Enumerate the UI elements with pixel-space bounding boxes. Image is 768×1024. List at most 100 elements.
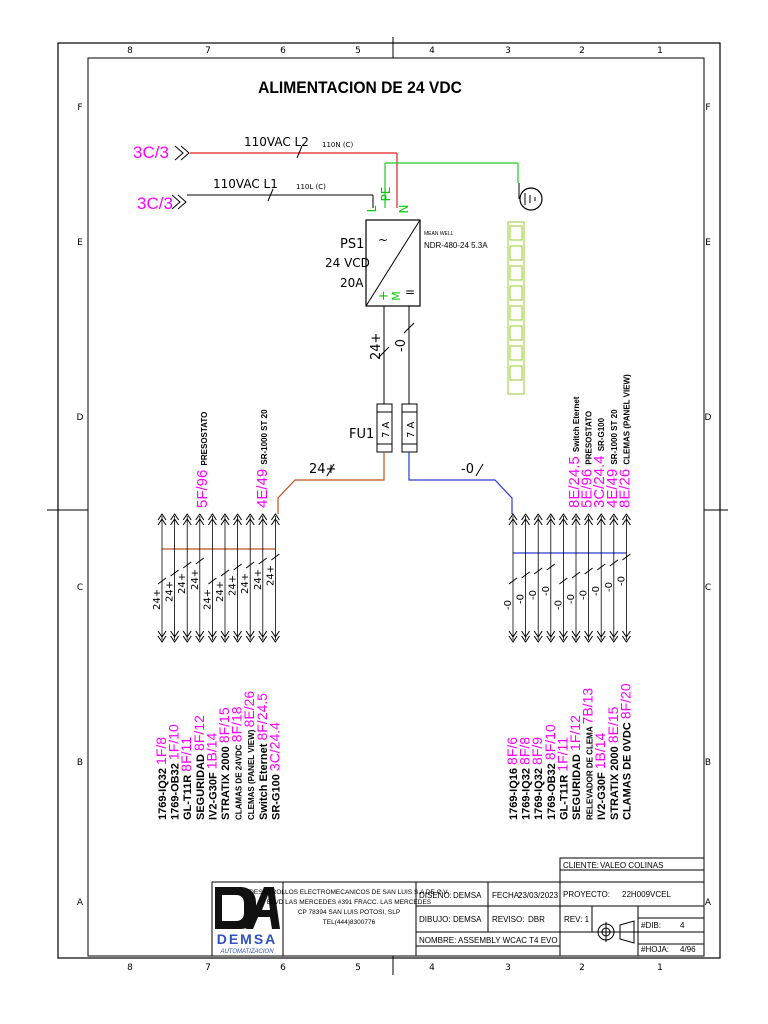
hoja-label: #HOJA: [641, 945, 669, 954]
item-name: 1769-IQ32 [533, 765, 545, 820]
row-marker: B [705, 758, 711, 768]
wire-tag-slash [220, 569, 230, 577]
wire-tag: 24+ [228, 575, 239, 596]
l2-arrow-icon [174, 145, 190, 161]
column-marker: 5 [355, 46, 361, 56]
wire-tag: -0 [541, 586, 552, 596]
arrow-up-icon [596, 513, 606, 521]
row-marker: D [77, 413, 84, 423]
wire-tag-slash [571, 571, 581, 579]
wire-tag-slash [533, 567, 543, 575]
column-marker: 3 [505, 963, 511, 973]
item-label: Switch Eternet 8F/24.5 [254, 693, 270, 820]
item-name: CLEMAS (PANEL VIEW) [247, 727, 256, 820]
item-name: RELEVADOR DE CLEMA [586, 724, 595, 820]
arrow-down-icon [584, 635, 594, 643]
wire-tag-slash [157, 577, 167, 585]
item-ref: 1F/8 [153, 737, 169, 765]
arrow-up-icon [220, 513, 230, 521]
fecha-value: 23/03/2023 [518, 891, 559, 900]
item-label: 1769-IQ32 1F/8 [153, 737, 169, 820]
arrow-down-icon [546, 635, 556, 643]
l1-wire-tag: 110L (C) [296, 183, 326, 191]
column-marker: 4 [429, 963, 435, 973]
projection-symbol-icon [596, 920, 635, 944]
wire-tag-24-ps: 24+ [369, 333, 384, 360]
item-label: CLEMAS (PANEL VIEW) 8E/26 [241, 691, 257, 820]
column-marker: 5 [355, 963, 361, 973]
l2-label: 110VAC L2 [244, 135, 309, 149]
item-label: STRATIX 2000 8E/15 [605, 706, 621, 820]
arrow-down-icon [245, 635, 255, 643]
item-name: 1769-OB32 [170, 760, 182, 820]
ps-voltage: 24 VCD [325, 256, 370, 270]
cliente-value: VALEO COLINAS [600, 861, 663, 870]
item-ref: 1F/10 [166, 724, 182, 760]
wire-tag: 24+ [177, 573, 188, 594]
arrow-up-icon [546, 513, 556, 521]
item-label: CLAMAS DE 24VDC 8F/18 [229, 706, 245, 820]
company-line-4: TEL(444)8300776 [323, 919, 376, 926]
row-marker: C [705, 583, 711, 593]
item-ref: 8F/10 [542, 724, 558, 760]
wire-tag: 24+ [202, 589, 213, 610]
arrow-up-icon [270, 513, 280, 521]
arrow-down-icon [621, 635, 631, 643]
item-name: IV2-G30F [596, 769, 608, 820]
ps-term-l: L [365, 205, 379, 212]
item-ref: 8F/20 [617, 683, 633, 719]
ps-term-plus: + [378, 289, 389, 304]
l1-label: 110VAC L1 [213, 177, 278, 191]
wire-tag: -0 [579, 590, 590, 600]
ground-icon [518, 183, 543, 211]
column-marker: 6 [280, 46, 286, 56]
column-marker: 8 [127, 963, 133, 973]
company-line-1: DESARROLLOS ELECTROMECANICOS DE SAN LUIS… [249, 889, 449, 896]
top-ref-label: 4E/49 SR-1000 ST 20 [254, 409, 271, 508]
wire-tag: 24+ [190, 569, 201, 590]
reviso-label: REVISO: [492, 915, 524, 924]
wire-tag: -0 [503, 600, 514, 610]
wire-0-distribution [408, 452, 513, 514]
item-name: CLAMAS DE 0VDC [621, 719, 633, 820]
arrow-down-icon [182, 635, 192, 643]
row-marker: A [77, 898, 84, 908]
arrow-down-icon [233, 635, 243, 643]
wire-tag: -0 [616, 576, 627, 586]
top-ref: 4E/49 [604, 465, 621, 508]
arrow-down-icon [508, 635, 518, 643]
arrow-down-icon [220, 635, 230, 643]
nombre-value: ASSEMBLY WCAC T4 EVO [458, 936, 558, 945]
arrow-down-icon [609, 635, 619, 643]
arrow-down-icon [170, 635, 180, 643]
top-ref: 5E/96 [579, 465, 596, 508]
column-marker: 2 [579, 963, 585, 973]
left-24v-distribution: 24+1769-IQ32 1F/824+1769-OB32 1F/1024+GL… [152, 409, 282, 820]
arrow-down-icon [157, 635, 167, 643]
item-name: STRATIX 2000 [220, 743, 232, 820]
power-supply-ps1: ~ = [365, 219, 421, 307]
column-marker: 1 [657, 46, 663, 56]
arrow-down-icon [270, 635, 280, 643]
hoja-value: 4/96 [680, 945, 696, 954]
ps-term-minus: M [390, 291, 403, 301]
column-marker: 6 [280, 963, 286, 973]
item-ref: 8F/11 [178, 737, 194, 772]
wire-tag-slash [170, 569, 179, 577]
wire-tag-slash [622, 553, 631, 561]
wire-tag: 24+ [265, 565, 276, 586]
item-label: GL-T11R 1F/11 [554, 737, 570, 820]
arrow-up-icon [233, 513, 243, 521]
wire-tag-slash [208, 577, 217, 585]
wire-tag: 24+ [253, 569, 264, 590]
item-label: IV2-G30F 1B/14 [203, 732, 219, 820]
dib-label: #DIB: [641, 921, 661, 930]
top-ref-desc: SR-1000 ST 20 [610, 409, 619, 465]
top-ref-desc: SR-1000 ST 20 [260, 409, 269, 465]
ps-dc-symbol: = [405, 285, 415, 299]
row-marker: C [77, 583, 83, 593]
nombre-label: NOMBRE: [419, 936, 456, 945]
item-name: STRATIX 2000 [609, 743, 621, 820]
